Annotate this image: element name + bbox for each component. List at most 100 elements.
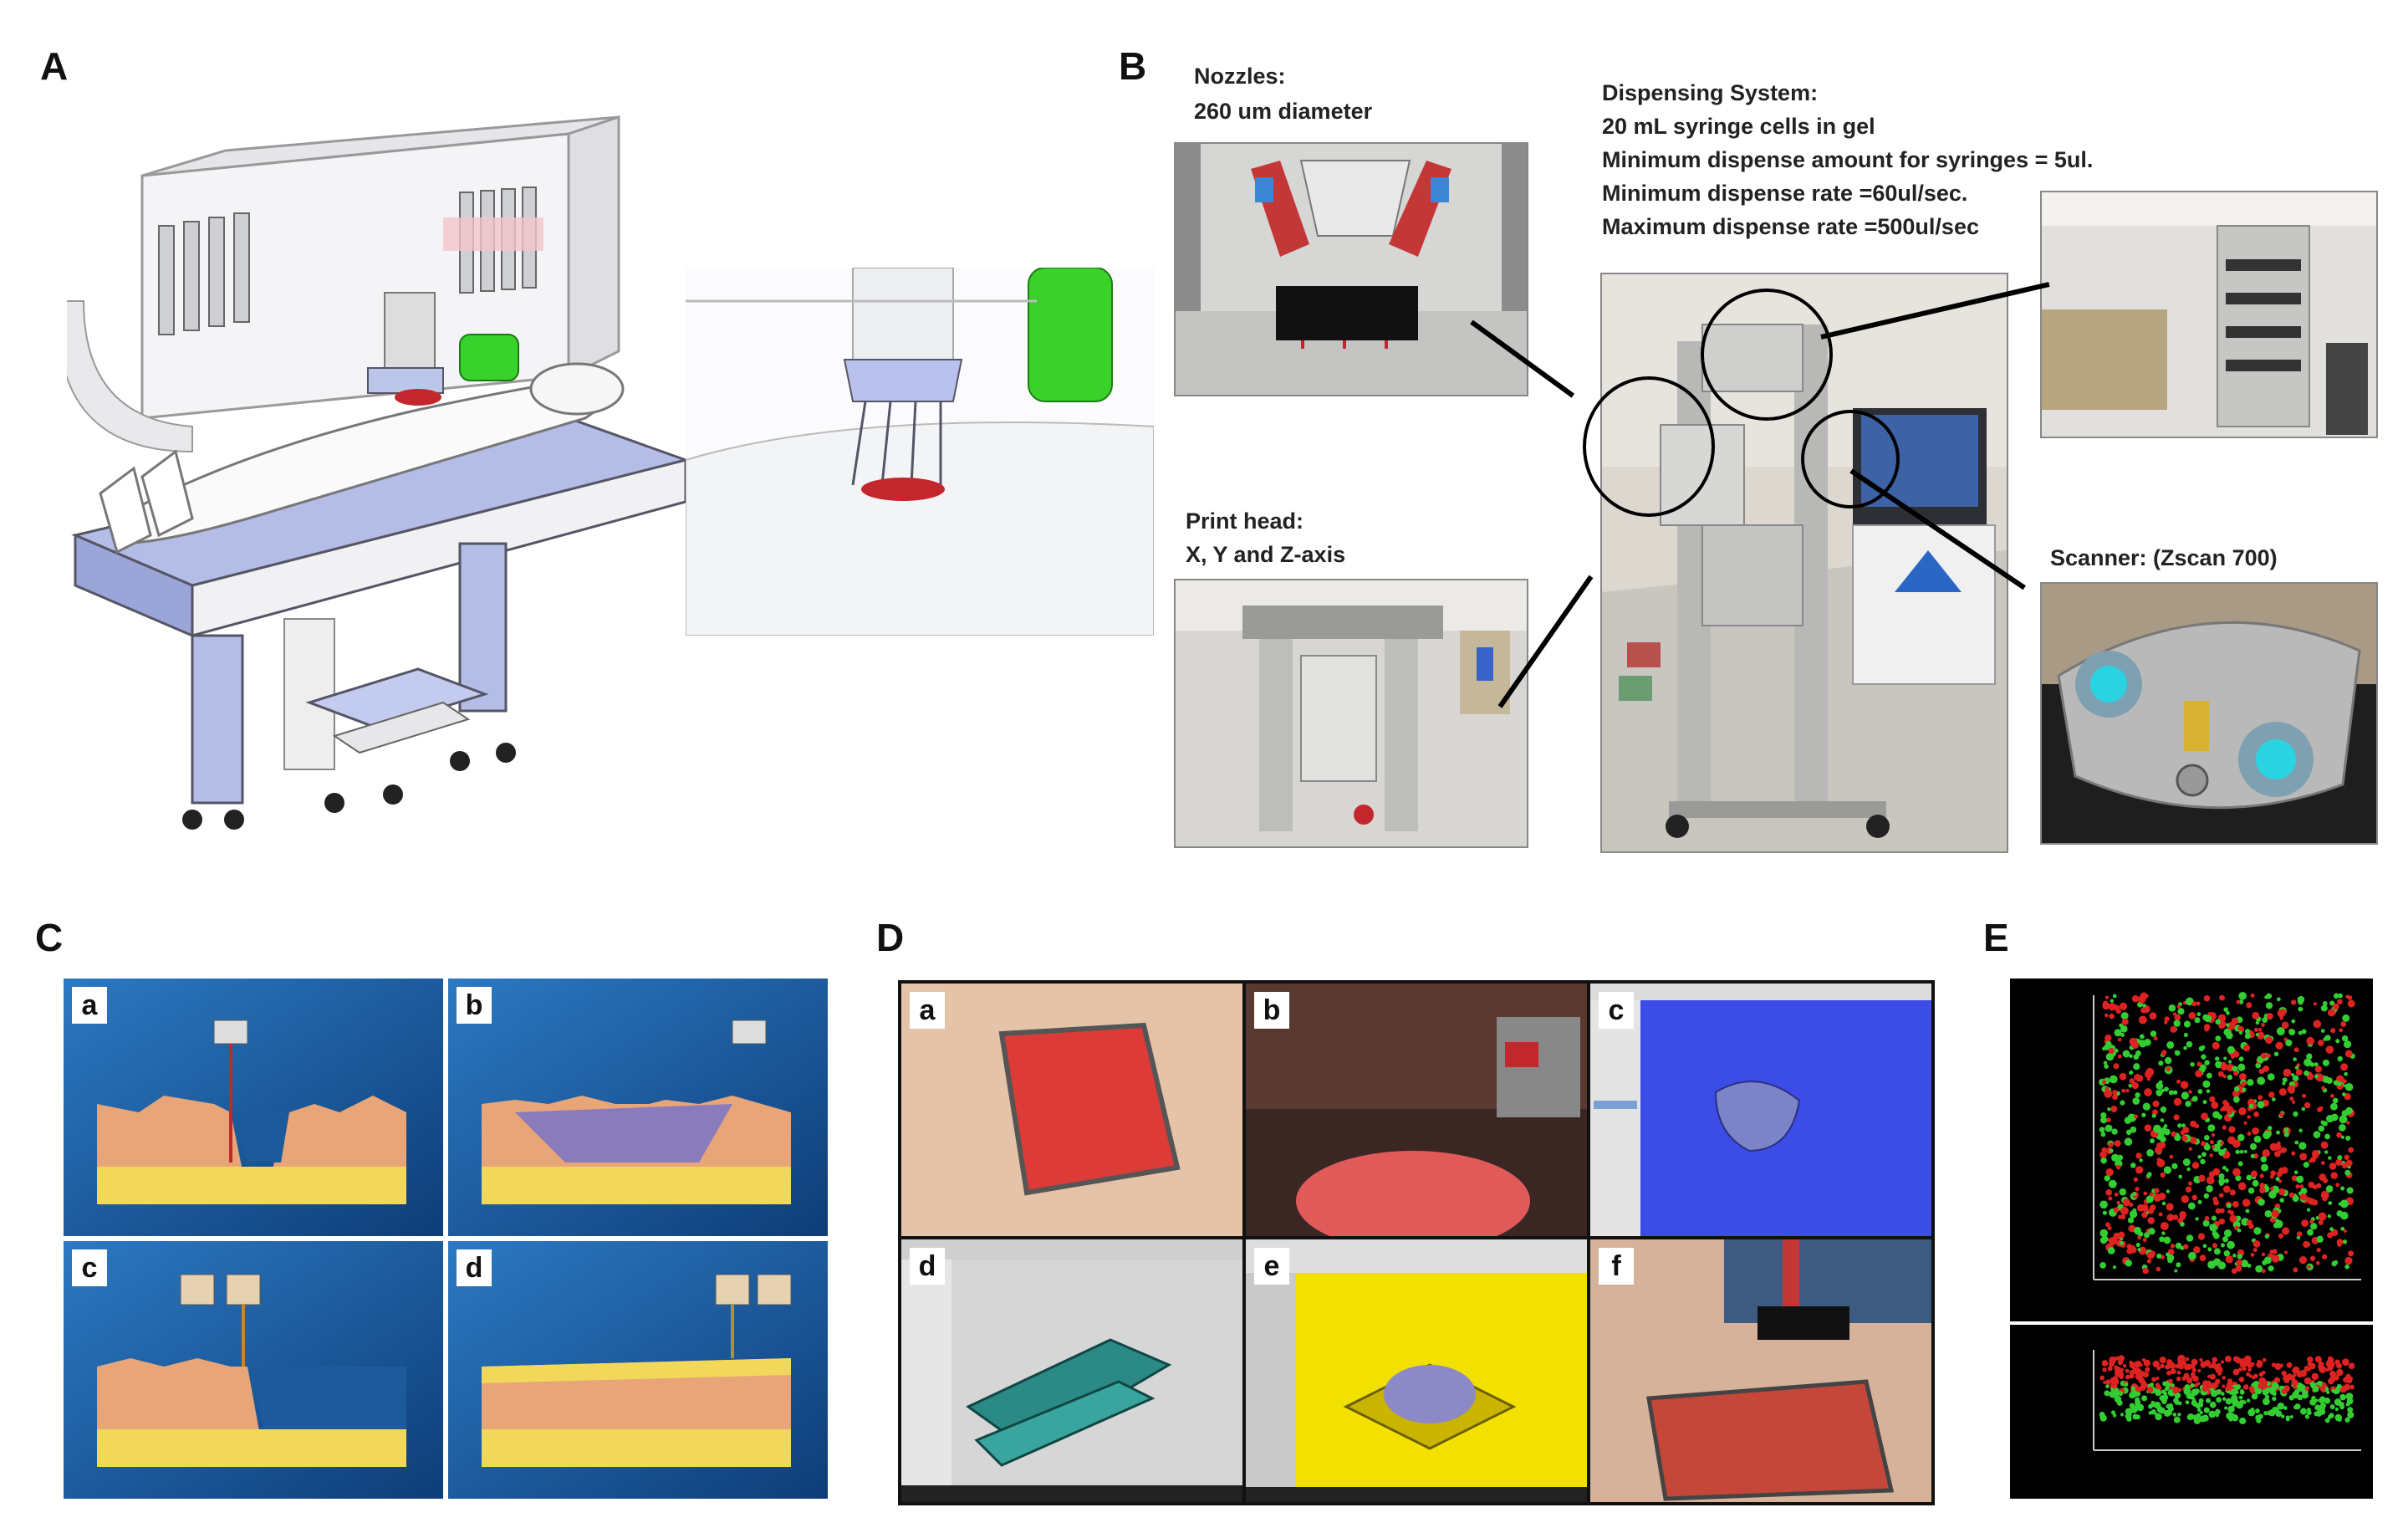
cell-speck	[2261, 1163, 2269, 1172]
cell-speck	[2309, 1062, 2315, 1067]
cell-speck	[2330, 1028, 2336, 1034]
cell-speck	[2113, 1207, 2120, 1214]
cell-speck	[2166, 1189, 2171, 1193]
cell-speck	[2328, 1156, 2332, 1160]
cell-speck	[2346, 1187, 2354, 1194]
cell-speck	[2304, 1386, 2310, 1391]
cell-speck	[2104, 1013, 2109, 1018]
cell-speck	[2341, 1035, 2349, 1042]
porcine-printing-photo-grid: a b c d	[898, 980, 1935, 1505]
cell-speck	[2249, 1142, 2258, 1151]
cell-speck	[2344, 1169, 2351, 1176]
cell-speck	[2185, 1357, 2190, 1362]
scan-software-c: c	[1590, 984, 1931, 1236]
cell-speck	[2155, 1389, 2162, 1397]
cell-speck	[2199, 1357, 2203, 1362]
cell-speck	[2258, 1198, 2265, 1206]
cell-speck	[2197, 1401, 2204, 1408]
cell-speck	[2132, 1208, 2137, 1214]
cell-speck	[2160, 1172, 2166, 1178]
cell-speck	[2243, 1149, 2247, 1154]
cell-speck	[2215, 1408, 2221, 1415]
cell-speck	[2252, 1240, 2261, 1248]
cell-speck	[2099, 1200, 2108, 1209]
cell-speck	[2126, 1244, 2133, 1249]
cell-speck	[2147, 1217, 2155, 1224]
cell-speck	[2204, 1134, 2210, 1141]
cell-speck	[2279, 1009, 2287, 1016]
cell-speck	[2173, 1416, 2181, 1423]
cell-speck	[2232, 1253, 2237, 1258]
cell-speck	[2313, 1019, 2322, 1029]
cell-speck	[2339, 1393, 2346, 1401]
cell-speck	[2135, 1166, 2144, 1174]
cell-speck	[2183, 1045, 2187, 1050]
cell-speck	[2148, 1228, 2155, 1235]
cell-speck	[2291, 1379, 2298, 1387]
cell-speck	[2222, 1125, 2227, 1130]
cell-speck	[2303, 1240, 2310, 1249]
cell-speck	[2292, 1367, 2298, 1373]
cell-speck	[2161, 1399, 2167, 1405]
cell-speck	[2148, 1387, 2152, 1392]
cell-speck	[2143, 1359, 2151, 1367]
cell-speck	[2238, 1056, 2244, 1062]
cell-speck	[2339, 1028, 2344, 1033]
cell-speck	[2232, 1220, 2241, 1229]
cell-speck	[2255, 1408, 2260, 1413]
cell-speck	[2129, 1071, 2134, 1076]
cell-speck	[2191, 1398, 2196, 1402]
cell-speck	[2146, 1149, 2155, 1157]
cell-speck	[2120, 1012, 2129, 1020]
cell-speck	[2154, 1188, 2160, 1193]
cell-speck	[2342, 1239, 2348, 1244]
cell-speck	[2138, 1015, 2147, 1025]
cell-speck	[2308, 1198, 2315, 1205]
cell-speck	[2190, 1137, 2197, 1144]
cell-speck	[2278, 1111, 2284, 1117]
cell-speck	[2190, 1382, 2195, 1388]
cell-speck	[2298, 1142, 2307, 1150]
cell-speck	[2297, 995, 2305, 1004]
cell-speck	[2241, 1081, 2247, 1087]
cell-speck	[2151, 1377, 2157, 1382]
cell-speck	[2283, 1132, 2289, 1137]
cell-speck	[2133, 1226, 2142, 1235]
cell-speck	[2174, 1269, 2178, 1273]
cell-speck	[2301, 1029, 2307, 1035]
cell-speck	[2104, 1089, 2113, 1098]
cell-speck	[2275, 1177, 2280, 1182]
cell-speck	[2253, 1373, 2258, 1379]
cell-speck	[2260, 1052, 2268, 1060]
cell-speck	[2172, 1214, 2179, 1220]
cell-speck	[2197, 1199, 2202, 1204]
cell-speck	[2346, 1121, 2350, 1125]
cell-speck	[2117, 1054, 2122, 1059]
cell-speck	[2329, 1375, 2336, 1382]
cell-speck	[2150, 1138, 2155, 1144]
cell-speck	[2169, 1154, 2174, 1159]
cell-speck	[2226, 1010, 2230, 1015]
cell-speck	[2120, 1206, 2129, 1215]
cell-speck	[2340, 1226, 2345, 1231]
cell-speck	[2155, 1382, 2161, 1387]
cell-speck	[2218, 1218, 2226, 1225]
cell-speck	[2222, 1397, 2227, 1401]
cell-speck	[2303, 1070, 2309, 1076]
cell-speck	[2259, 1187, 2266, 1193]
cell-speck	[2176, 1362, 2182, 1369]
cell-speck	[2112, 1413, 2117, 1418]
cell-speck	[2324, 1150, 2329, 1154]
cell-speck	[2164, 1086, 2169, 1092]
cell-speck	[2195, 1070, 2203, 1078]
cell-speck	[2161, 1231, 2166, 1235]
cell-speck	[2170, 1025, 2177, 1033]
cell-speck	[2342, 1358, 2349, 1367]
sub-label: d	[910, 1248, 945, 1285]
cell-speck	[2222, 1236, 2229, 1243]
cell-speck	[2299, 1184, 2304, 1188]
cell-speck	[2212, 1357, 2218, 1363]
cell-speck	[2272, 1249, 2278, 1255]
cell-speck	[2334, 1398, 2342, 1406]
cell-speck	[2237, 1063, 2246, 1071]
